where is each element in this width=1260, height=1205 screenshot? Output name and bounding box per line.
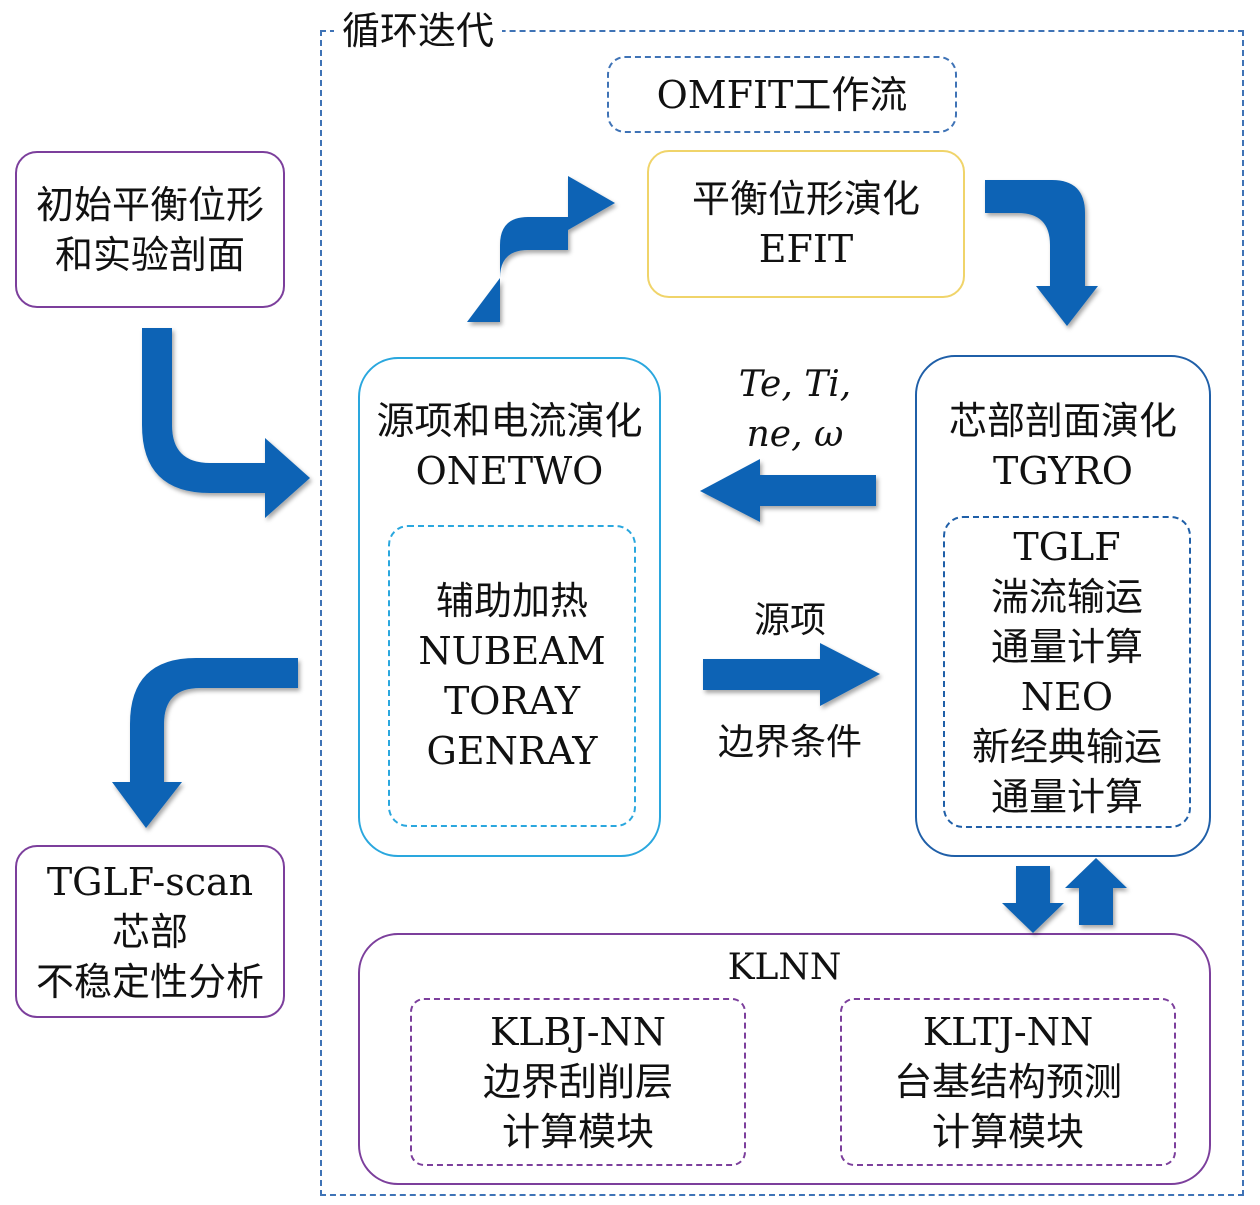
source-to-equilibrium-arrow (467, 176, 615, 322)
core-inner-item: 湍流输运 (990, 575, 1143, 619)
source-line1: 源项和电流演化 (376, 399, 643, 443)
klbj-line: 计算模块 (501, 1110, 654, 1154)
profiles-label: Te, Ti, ne, ω (695, 360, 895, 460)
equilibrium-to-core-arrow (985, 180, 1098, 326)
core-inner-item: TGLF (1013, 525, 1121, 569)
klbj-line: 边界刮削层 (482, 1060, 673, 1104)
klnn-title: KLNN (727, 947, 842, 988)
equilibrium-box: 平衡位形演化 EFIT (647, 150, 965, 298)
profiles-line2: ne, ω (746, 414, 844, 455)
initial-line1: 初始平衡位形 (35, 182, 264, 227)
core-title: 芯部剖面演化 TGYRO (915, 396, 1211, 496)
omfit-box: OMFIT工作流 (607, 56, 957, 133)
initial-to-loop-arrow (142, 328, 310, 518)
tglf-scan-line2: 芯部 (111, 909, 188, 954)
klbj-box: KLBJ-NN 边界刮削层 计算模块 (410, 998, 746, 1166)
initial-line2: 和实验剖面 (54, 232, 245, 277)
core-to-klnn-arrow (1002, 866, 1064, 933)
core-box (915, 355, 1211, 857)
omfit-label: OMFIT工作流 (656, 72, 908, 117)
source-box (358, 357, 661, 857)
source-inner-box: 辅助加热 NUBEAM TORAY GENRAY (388, 525, 636, 827)
tglf-scan-line3: 不稳定性分析 (35, 959, 264, 1004)
boundary-condition-label: 边界条件 (717, 722, 862, 763)
core-line2: TGYRO (993, 449, 1133, 493)
kltj-box: KLTJ-NN 台基结构预测 计算模块 (840, 998, 1176, 1166)
klnn-box (358, 933, 1211, 1185)
core-to-source-arrow (700, 459, 876, 522)
initial-box: 初始平衡位形 和实验剖面 (15, 151, 285, 308)
source-to-core-arrow (703, 643, 880, 706)
core-inner-box: TGLF 湍流输运 通量计算 NEO 新经典输运 通量计算 (943, 516, 1191, 828)
loop-title: 循环迭代 (334, 8, 503, 54)
tglf-scan-line1: TGLF-scan (46, 859, 254, 904)
kltj-line: KLTJ-NN (922, 1010, 1094, 1054)
core-inner-item: 通量计算 (990, 625, 1143, 669)
core-inner-item: NEO (1020, 675, 1114, 719)
source-inner-item: NUBEAM (418, 629, 606, 673)
tglf-scan-box: TGLF-scan 芯部 不稳定性分析 (15, 845, 285, 1018)
loop-to-tglf-scan-arrow (112, 658, 298, 828)
source-inner-item: GENRAY (426, 729, 598, 773)
klnn-to-core-arrow (1065, 858, 1127, 925)
equilibrium-line1: 平衡位形演化 (691, 177, 920, 221)
source-term-label: 源项 (753, 600, 826, 641)
kltj-line: 计算模块 (931, 1110, 1084, 1154)
source-line2: ONETWO (415, 449, 604, 493)
source-inner-item: TORAY (443, 679, 581, 723)
source-inner-item: 辅助加热 (435, 579, 588, 623)
core-inner-item: 新经典输运 (971, 725, 1162, 769)
klbj-line: KLBJ-NN (489, 1010, 667, 1054)
equilibrium-line2: EFIT (758, 227, 854, 271)
core-inner-item: 通量计算 (990, 775, 1143, 819)
kltj-line: 台基结构预测 (893, 1060, 1122, 1104)
core-line1: 芯部剖面演化 (948, 399, 1177, 443)
loop-frame (320, 30, 1244, 1196)
profiles-line1: Te, Ti, (738, 364, 852, 405)
source-title: 源项和电流演化 ONETWO (358, 396, 661, 496)
